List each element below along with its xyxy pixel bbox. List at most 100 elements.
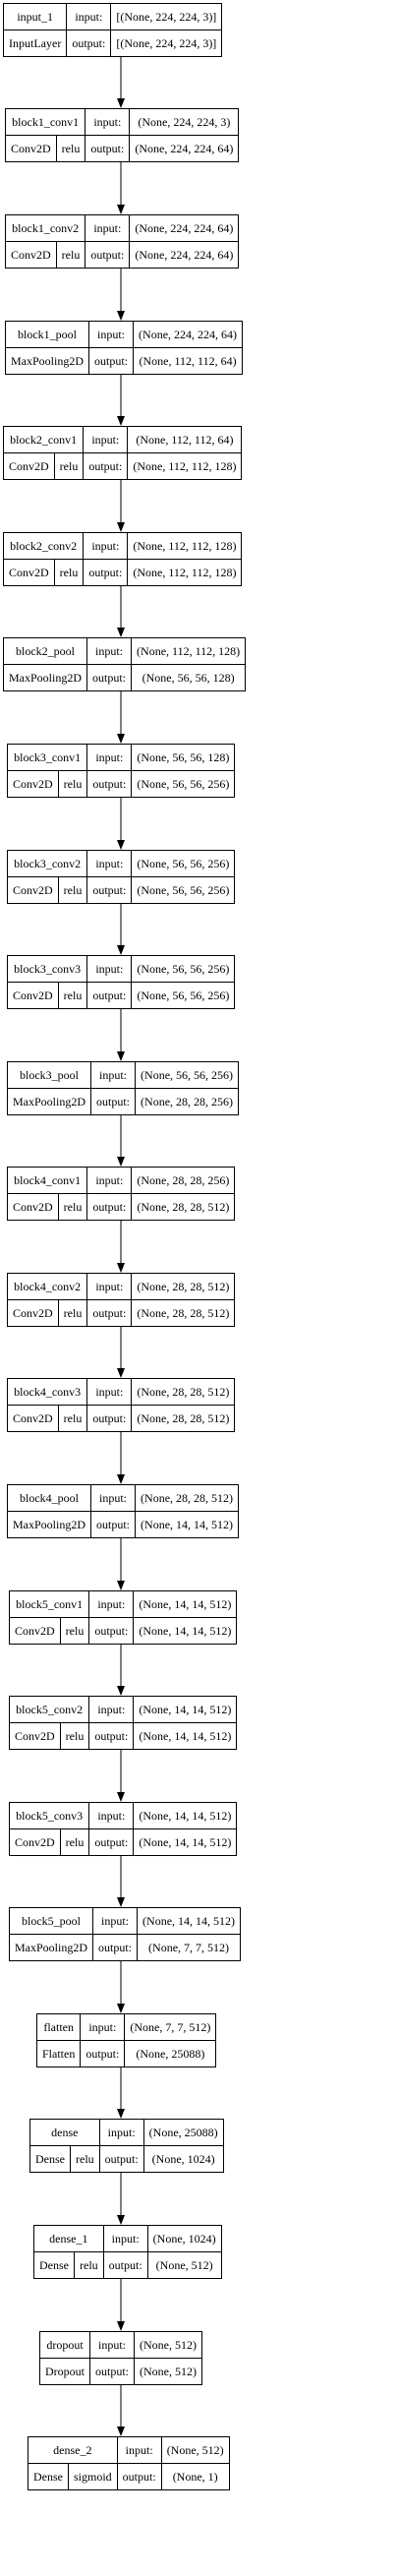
input-label: input: bbox=[92, 1907, 139, 1935]
layer-name: block5_conv1 bbox=[8, 1590, 90, 1618]
output-label: output: bbox=[80, 2040, 126, 2067]
layer-type: Conv2D bbox=[9, 1828, 61, 1856]
layer-type: Conv2D bbox=[7, 770, 59, 798]
layer-type: Conv2D bbox=[9, 1722, 61, 1750]
output-label: output: bbox=[90, 1511, 137, 1538]
layer-type: Dense bbox=[29, 2145, 71, 2173]
arrow-head-icon bbox=[117, 734, 125, 744]
layer-type: Flatten bbox=[35, 2040, 82, 2067]
output-label: output: bbox=[88, 2358, 136, 2385]
input-label: input: bbox=[86, 955, 133, 983]
input-shape: (None, 28, 28, 512) bbox=[135, 1484, 240, 1512]
arrow-head-icon bbox=[117, 2321, 125, 2331]
arrow-head-icon bbox=[117, 2426, 125, 2436]
input-label: input: bbox=[86, 1273, 133, 1300]
input-shape: (None, 28, 28, 512) bbox=[131, 1378, 236, 1406]
arrow-head-icon bbox=[117, 311, 125, 321]
layer-activation: relu bbox=[55, 135, 86, 162]
input-label: input: bbox=[88, 1696, 135, 1723]
layer-type: InputLayer bbox=[2, 30, 68, 57]
layer-activation: relu bbox=[53, 452, 85, 480]
layer-name: block4_pool bbox=[6, 1484, 92, 1512]
layer-name: block4_conv1 bbox=[6, 1167, 88, 1194]
layer-activation: relu bbox=[74, 2251, 104, 2279]
input-shape: (None, 14, 14, 512) bbox=[133, 1802, 238, 1829]
arrow-head-icon bbox=[117, 1792, 125, 1802]
output-label: output: bbox=[88, 1617, 135, 1645]
input-shape: (None, 224, 224, 3) bbox=[129, 108, 240, 136]
layer-type: Dense bbox=[33, 2251, 75, 2279]
layer-name: block1_conv1 bbox=[4, 108, 86, 136]
output-label: output: bbox=[86, 1405, 133, 1432]
layer-type: Conv2D bbox=[5, 135, 57, 162]
input-label: input: bbox=[86, 1167, 133, 1194]
output-shape: (None, 56, 56, 256) bbox=[131, 876, 236, 904]
input-shape: (None, 112, 112, 128) bbox=[131, 637, 247, 665]
layer-activation: relu bbox=[57, 770, 88, 798]
output-label: output: bbox=[85, 135, 131, 162]
output-shape: (None, 1024) bbox=[142, 2145, 224, 2173]
output-label: output: bbox=[86, 1299, 133, 1327]
layer-type: Conv2D bbox=[3, 559, 55, 586]
arrow-head-icon bbox=[117, 2215, 125, 2225]
layer-type: MaxPooling2D bbox=[2, 664, 88, 691]
output-shape: (None, 14, 14, 512) bbox=[133, 1617, 238, 1645]
input-label: input: bbox=[86, 637, 133, 665]
layer-activation: relu bbox=[55, 241, 86, 269]
input-label: input: bbox=[83, 426, 129, 453]
layer-name: block5_conv3 bbox=[8, 1802, 90, 1829]
input-shape: [(None, 224, 224, 3)] bbox=[110, 3, 223, 30]
input-label: input: bbox=[102, 2225, 148, 2252]
output-label: output: bbox=[92, 1934, 139, 1961]
input-shape: (None, 14, 14, 512) bbox=[133, 1590, 238, 1618]
output-shape: (None, 112, 112, 128) bbox=[127, 559, 243, 586]
input-shape: (None, 28, 28, 512) bbox=[131, 1273, 236, 1300]
input-label: input: bbox=[98, 2119, 144, 2146]
input-shape: (None, 7, 7, 512) bbox=[124, 2013, 217, 2041]
input-shape: (None, 25088) bbox=[142, 2119, 224, 2146]
layer-type: Conv2D bbox=[9, 1617, 61, 1645]
output-shape: (None, 56, 56, 256) bbox=[131, 770, 236, 798]
output-shape: (None, 28, 28, 512) bbox=[131, 1405, 236, 1432]
input-label: input: bbox=[116, 2436, 162, 2464]
output-shape: (None, 14, 14, 512) bbox=[135, 1511, 240, 1538]
output-shape: (None, 512) bbox=[134, 2358, 202, 2385]
input-label: input: bbox=[86, 1378, 133, 1406]
layer-name: dense bbox=[29, 2119, 100, 2146]
arrow-head-icon bbox=[117, 1686, 125, 1696]
layer-activation: relu bbox=[59, 1722, 90, 1750]
output-label: output: bbox=[86, 770, 133, 798]
output-label: output: bbox=[86, 982, 133, 1009]
layer-type: MaxPooling2D bbox=[8, 1934, 94, 1961]
layer-name: dense_2 bbox=[28, 2436, 118, 2464]
input-label: input: bbox=[88, 1802, 135, 1829]
output-label: output: bbox=[88, 1828, 135, 1856]
input-label: input: bbox=[86, 744, 133, 771]
arrow-head-icon bbox=[117, 1157, 125, 1167]
layer-type: Conv2D bbox=[7, 876, 59, 904]
